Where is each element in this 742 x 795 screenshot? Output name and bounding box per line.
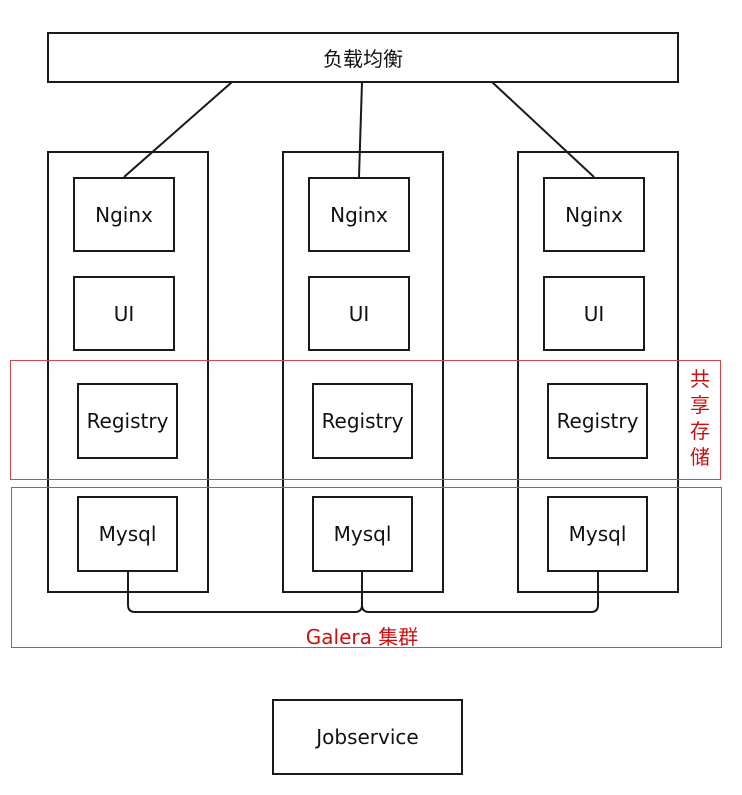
jobservice-box: Jobservice xyxy=(272,699,463,775)
shared-storage-char: 共 xyxy=(690,367,710,391)
registry-box-1: Registry xyxy=(77,383,178,459)
load-balancer-box: 负载均衡 xyxy=(47,32,679,83)
load-balancer-label: 负载均衡 xyxy=(323,47,403,71)
shared-storage-char: 储 xyxy=(690,445,710,469)
registry-label: Registry xyxy=(556,409,639,433)
nginx-label: Nginx xyxy=(95,202,153,227)
node-column-3 xyxy=(517,151,679,593)
ui-box-2: UI xyxy=(308,276,410,351)
registry-box-2: Registry xyxy=(312,383,413,459)
ui-label: UI xyxy=(113,301,135,326)
nginx-box-3: Nginx xyxy=(543,177,645,252)
ui-label: UI xyxy=(583,301,605,326)
lb-to-nginx-2 xyxy=(358,81,363,178)
nginx-box-2: Nginx xyxy=(308,177,410,252)
ui-label: UI xyxy=(348,301,370,326)
mysql-box-3: Mysql xyxy=(547,496,648,572)
galera-cluster-text: Galera 集群 xyxy=(305,625,419,649)
mysql-label: Mysql xyxy=(333,522,392,546)
mysql-box-1: Mysql xyxy=(77,496,178,572)
nginx-box-1: Nginx xyxy=(73,177,175,252)
ui-box-3: UI xyxy=(543,276,645,351)
galera-cluster-label: Galera 集群 xyxy=(262,621,462,650)
mysql-label: Mysql xyxy=(568,522,627,546)
registry-label: Registry xyxy=(86,409,169,433)
galera-link-1 xyxy=(127,571,363,613)
shared-storage-label: 共 享 存 储 xyxy=(687,366,713,470)
nginx-label: Nginx xyxy=(330,202,388,227)
shared-storage-region xyxy=(10,360,721,480)
mysql-box-2: Mysql xyxy=(312,496,413,572)
galera-link-3 xyxy=(361,571,599,613)
node-column-2 xyxy=(282,151,444,593)
shared-storage-char: 享 xyxy=(690,393,710,417)
registry-label: Registry xyxy=(321,409,404,433)
ui-box-1: UI xyxy=(73,276,175,351)
node-column-1 xyxy=(47,151,209,593)
mysql-label: Mysql xyxy=(98,522,157,546)
galera-cluster-region xyxy=(11,487,722,648)
lb-to-nginx-3 xyxy=(491,81,595,178)
registry-box-3: Registry xyxy=(547,383,648,459)
nginx-label: Nginx xyxy=(565,202,623,227)
jobservice-label: Jobservice xyxy=(316,725,419,749)
shared-storage-char: 存 xyxy=(690,419,710,443)
lb-to-nginx-1 xyxy=(123,81,233,178)
